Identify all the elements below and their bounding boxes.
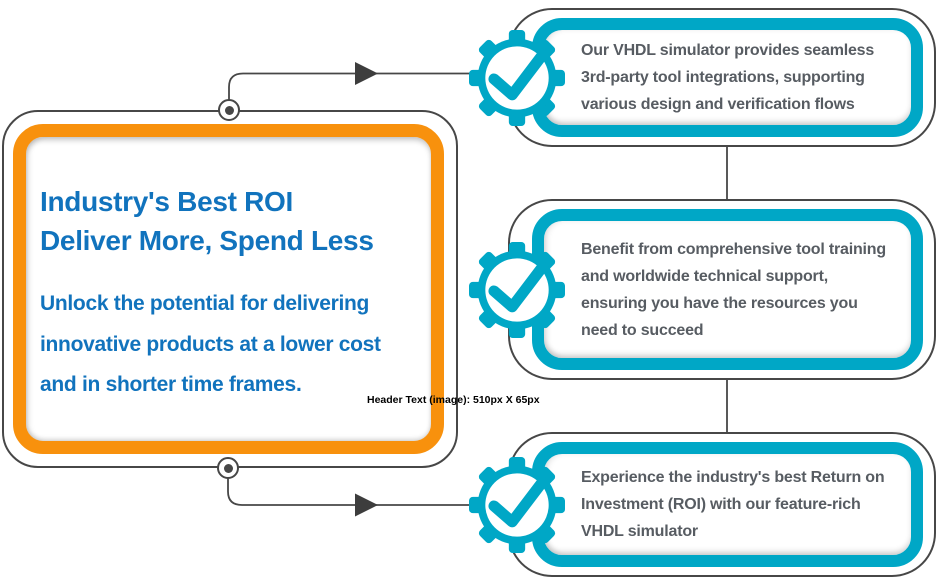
feature-card-integrations: Our VHDL simulator provides seamless 3rd-… xyxy=(508,8,936,147)
text-line: need to succeed xyxy=(581,321,704,339)
gear-check-icon xyxy=(469,242,565,338)
feature-card-roi: Experience the industry's best Return on… xyxy=(508,432,936,577)
arrow-right-icon-bottom xyxy=(355,493,378,517)
connector-line-top xyxy=(228,72,520,110)
text-line: various design and verification flows xyxy=(581,96,855,113)
connector-line-bottom xyxy=(227,468,520,506)
text-line: VHDL simulator xyxy=(581,523,698,540)
feature-card-text: Our VHDL simulator provides seamless 3rd-… xyxy=(544,37,874,118)
text-line: and worldwide technical support, xyxy=(581,267,828,285)
text-line: Benefit from comprehensive tool training xyxy=(581,240,886,258)
headline-panel-frame xyxy=(13,124,444,454)
gear-check-icon xyxy=(469,457,565,553)
text-line: and in shorter time frames. xyxy=(40,373,302,396)
headline-title: Industry's Best ROI Deliver More, Spend L… xyxy=(40,182,440,260)
text-line: ensuring you have the resources you xyxy=(581,294,858,312)
image-size-annotation: Header Text (image): 510px X 65px xyxy=(367,394,540,406)
arrow-right-icon-top xyxy=(355,62,378,85)
text-line: 3rd-party tool integrations, supporting xyxy=(581,69,865,86)
gear-check-icon xyxy=(469,30,565,126)
text-line: Deliver More, Spend Less xyxy=(40,225,374,256)
feature-card-text: Experience the industry's best Return on… xyxy=(544,464,885,545)
feature-card-frame: Experience the industry's best Return on… xyxy=(532,442,923,567)
feature-card-frame: Benefit from comprehensive tool training… xyxy=(532,209,923,370)
text-line: Our VHDL simulator provides seamless xyxy=(581,42,875,59)
feature-card-text: Benefit from comprehensive tool training… xyxy=(544,236,886,344)
text-line: innovative products at a lower cost xyxy=(40,332,381,356)
feature-card-frame: Our VHDL simulator provides seamless 3rd-… xyxy=(532,18,923,137)
text-line: Experience the industry's best Return on xyxy=(581,469,885,486)
text-line: Investment (ROI) with our feature-rich xyxy=(581,496,861,513)
connector-node-top xyxy=(218,99,240,121)
headline-panel-content: Industry's Best ROI Deliver More, Spend L… xyxy=(40,182,440,406)
text-line: Unlock the potential for delivering xyxy=(40,292,370,315)
text-line: Industry's Best ROI xyxy=(40,186,294,217)
feature-card-support: Benefit from comprehensive tool training… xyxy=(508,199,936,380)
headline-panel: Industry's Best ROI Deliver More, Spend L… xyxy=(2,110,458,468)
headline-subtext: Unlock the potential for delivering innov… xyxy=(40,284,440,406)
connector-node-bottom xyxy=(217,457,239,479)
